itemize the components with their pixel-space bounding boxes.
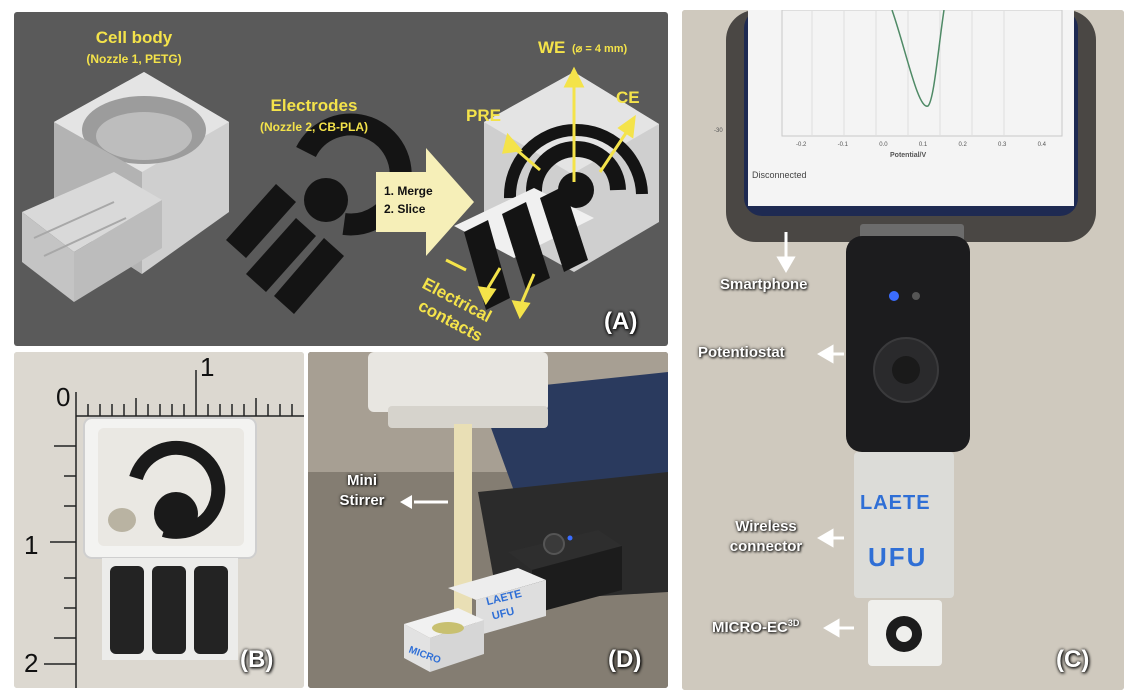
panel-b-letter: (B) (240, 646, 274, 673)
panel-c-letter: (C) (1056, 646, 1090, 673)
panel-b: 0 1 1 2 (B) (14, 352, 304, 688)
pre-label: PRE (466, 106, 501, 125)
ruler-mark-1-side: 1 (24, 530, 39, 560)
wireless-label-line2: connector (729, 538, 803, 555)
stirrer-label-line2: Stirrer (339, 492, 385, 509)
connector-text-laete: LAETE (860, 492, 931, 514)
panel-b-photo (14, 352, 304, 688)
screen-x-tick: 0.0 (879, 142, 888, 148)
stirrer-arrow (400, 495, 448, 509)
electrodes-render (226, 113, 412, 314)
panel-a-letter: (A) (604, 308, 638, 335)
printed-cell-photo (83, 417, 257, 660)
electrodes-subtitle: (Nozzle 2, CB-PLA) (260, 120, 368, 134)
screen-x-label: Potential/V (890, 152, 927, 159)
screen-x-tick: 0.1 (918, 142, 928, 148)
panel-a-illustration (22, 66, 659, 320)
screen-plot (781, 10, 1063, 137)
we-diameter-label: (⌀ = 4 mm) (572, 43, 628, 55)
annotation-arrows (445, 66, 636, 320)
panel-a: Cell body (Nozzle 1, PETG) Electrodes (N… (14, 12, 668, 346)
potentiostat-label: Potentiostat (698, 344, 785, 361)
ruler-top-ticks (75, 370, 304, 417)
connector-text-ufu: UFU (868, 542, 928, 572)
wireless-label-line1: Wireless (735, 518, 797, 535)
cell-body-subtitle: (Nozzle 1, PETG) (86, 52, 182, 66)
screen-x-tick: -0.1 (837, 142, 848, 148)
screen-x-tick: -0.2 (796, 142, 807, 148)
screen-status: Disconnected (752, 170, 807, 180)
panel-d: LAETE UFU MICRO Mini Stirrer (D) (308, 352, 668, 688)
screen-x-tick: 0.3 (998, 142, 1007, 148)
screen-x-tick: 0.4 (1037, 142, 1046, 148)
panel-d-photo (308, 352, 668, 688)
screen-x-tick: 0.2 (958, 142, 967, 148)
electrodes-title: Electrodes (270, 96, 358, 115)
cell-body-title: Cell body (95, 28, 173, 47)
ruler-side-ticks (44, 416, 77, 688)
panel-c-arrows (776, 232, 854, 638)
screen-y-tick: -30 (714, 128, 723, 134)
step-slice-label: 2. Slice (384, 202, 426, 216)
screen-x-ticks: -0.2 -0.1 0.0 0.1 0.2 0.3 0.4 (796, 142, 1046, 148)
panel-d-letter: (D) (608, 646, 642, 673)
smartphone-label: Smartphone (720, 276, 808, 293)
ruler-mark-2-side: 2 (24, 648, 39, 678)
ce-label: CE (616, 88, 640, 107)
we-label: WE (538, 38, 566, 57)
stirrer-label-line1: Mini (347, 472, 377, 489)
cell-body-render (22, 72, 229, 302)
ruler-mark-0: 0 (56, 382, 71, 412)
micro-ec-label: MICRO-EC3D (712, 618, 800, 636)
step-merge-label: 1. Merge (384, 184, 433, 198)
panel-c: -30 -0.2 -0.1 0.0 0.1 0.2 0.3 0.4 Potent… (682, 10, 1124, 690)
ruler-mark-1-top: 1 (200, 352, 215, 382)
merge-arrow (376, 148, 474, 256)
panel-c-photo (682, 10, 1124, 690)
